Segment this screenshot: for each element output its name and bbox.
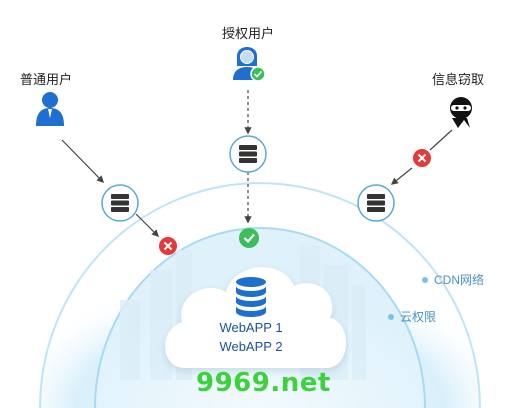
arrow-thief-to-deny (429, 129, 453, 151)
server-node-center (229, 135, 267, 173)
arrow-deny-to-server (390, 167, 413, 185)
normal-user-label: 普通用户 (20, 72, 73, 87)
watermark: 9969.net (196, 368, 331, 398)
authorized-user-label: 授权用户 (222, 26, 275, 41)
legend-cloud-permission: 云权限 (388, 308, 436, 325)
thief-icon (450, 97, 472, 128)
authorized-user-icon (233, 47, 266, 82)
arrow-server-to-deny (135, 213, 160, 238)
webapp-2-label: WebAPP 2 (219, 339, 283, 354)
legend-cdn: CDN网络 (422, 271, 484, 288)
cloud-shape (165, 267, 347, 368)
arrow-normal-to-server (61, 139, 105, 184)
allow-icon-center (239, 228, 259, 248)
server-node-right (357, 184, 395, 222)
deny-icon-left (159, 237, 177, 255)
normal-user-icon (36, 92, 64, 126)
webapp-1-label: WebAPP 1 (219, 320, 283, 335)
server-node-left (101, 184, 139, 222)
info-theft-label: 信息窃取 (432, 72, 485, 87)
deny-icon-right (413, 149, 431, 167)
database-icon (236, 277, 266, 317)
